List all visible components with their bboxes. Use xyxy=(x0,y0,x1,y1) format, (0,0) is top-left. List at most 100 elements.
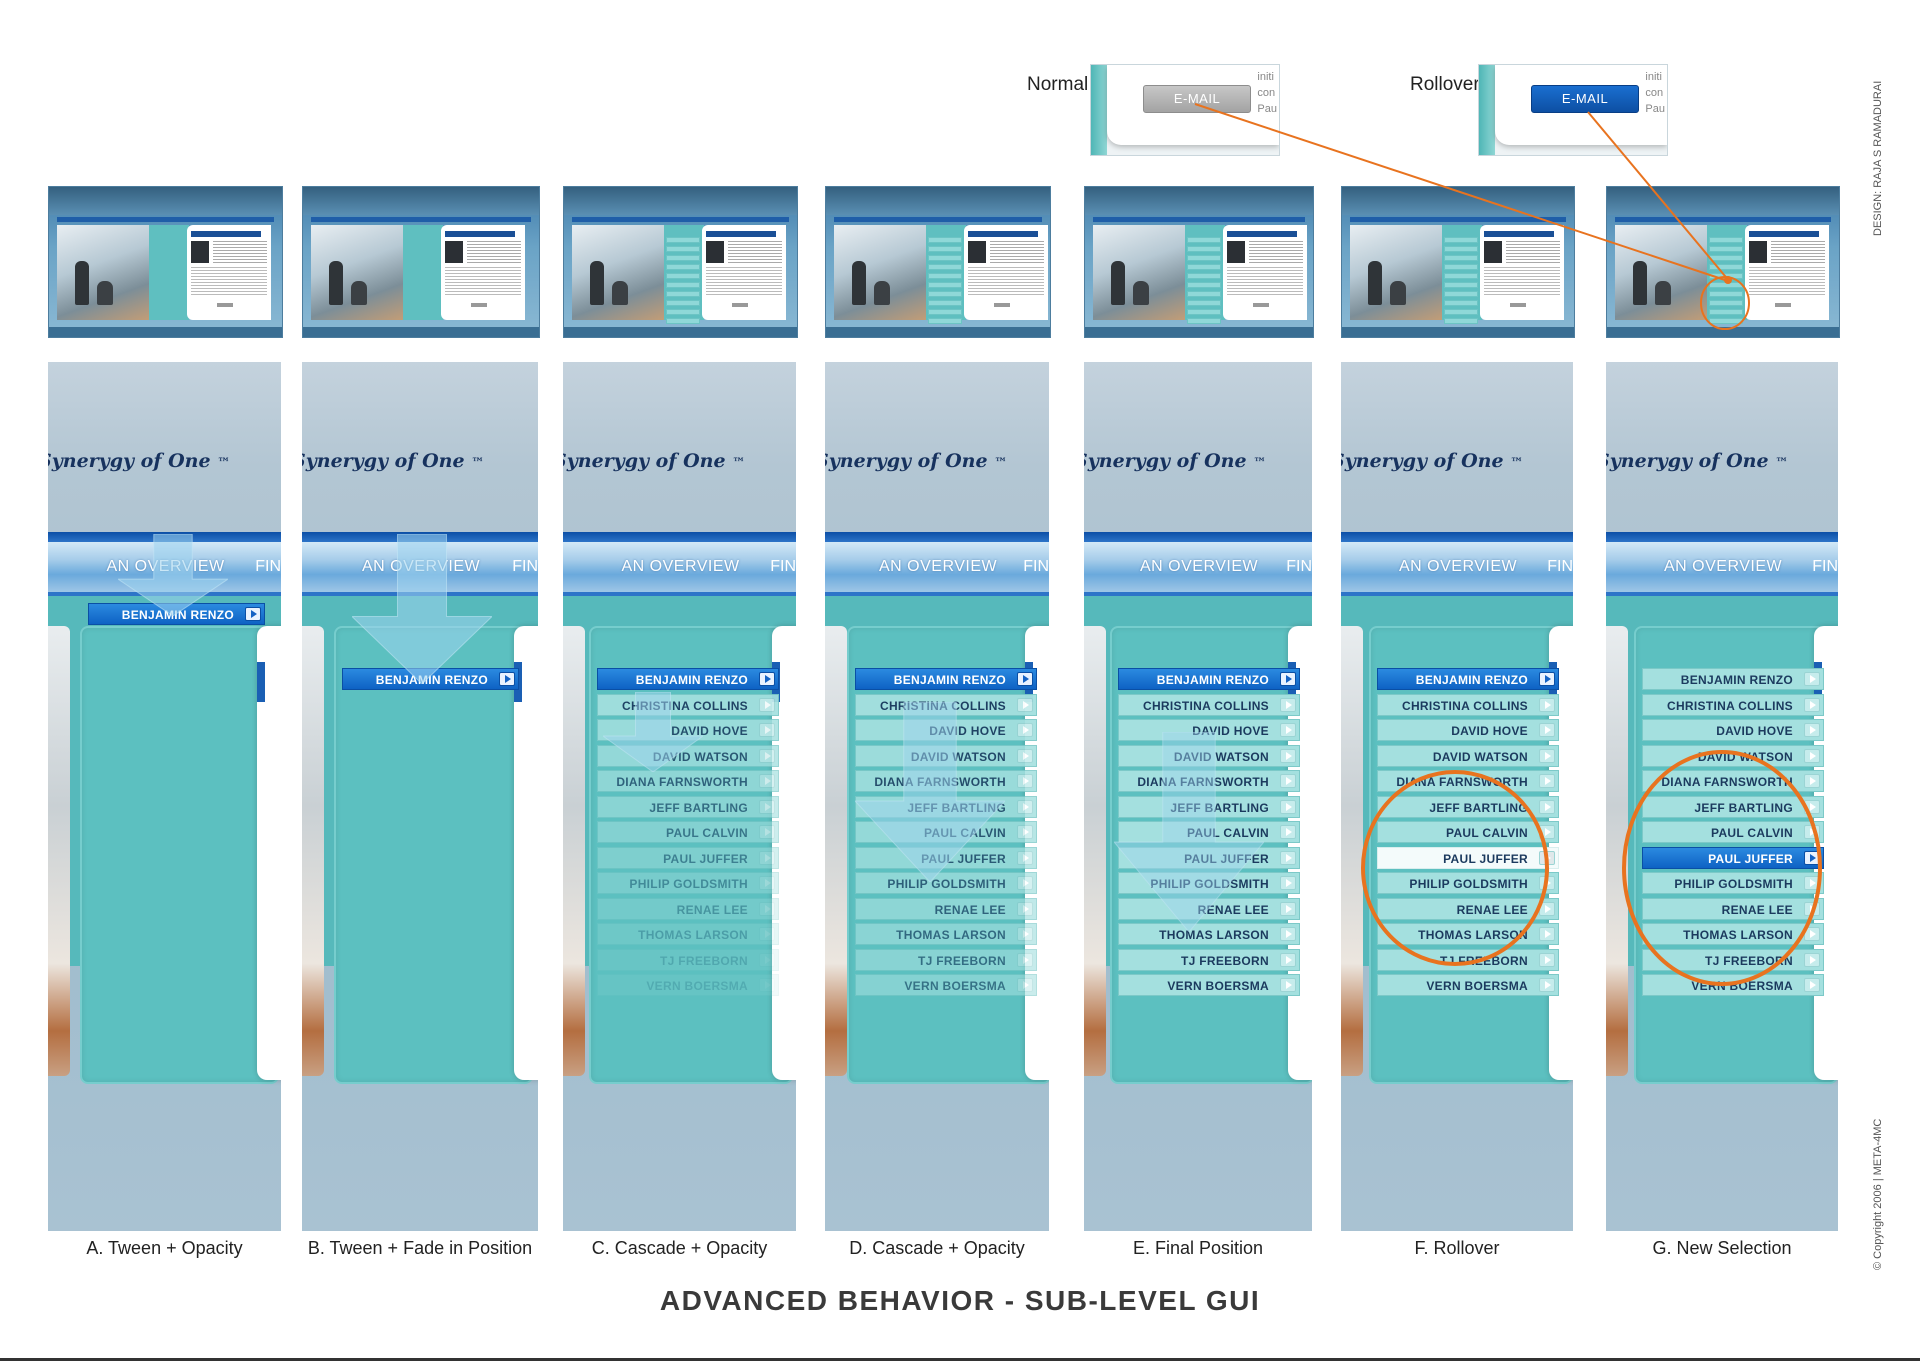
play-arrow-icon[interactable] xyxy=(1804,748,1820,763)
email-button-normal[interactable]: E-MAIL xyxy=(1143,85,1251,113)
list-item[interactable]: THOMAS LARSON xyxy=(855,923,1037,945)
list-item[interactable]: JEFF BARTLING xyxy=(1642,795,1824,818)
list-item[interactable]: PAUL CALVIN xyxy=(1377,821,1559,843)
play-arrow-icon[interactable] xyxy=(1539,901,1555,916)
list-item[interactable]: CHRISTINA COLLINS xyxy=(1377,693,1559,716)
list-item[interactable]: JEFF BARTLING xyxy=(855,795,1037,818)
play-arrow-icon[interactable] xyxy=(245,607,261,621)
play-arrow-icon[interactable] xyxy=(1804,672,1820,686)
play-arrow-icon[interactable] xyxy=(1539,748,1555,763)
play-arrow-icon[interactable] xyxy=(1017,850,1033,865)
play-arrow-icon[interactable] xyxy=(1804,723,1820,737)
play-arrow-icon[interactable] xyxy=(1017,825,1033,839)
list-item[interactable]: PHILIP GOLDSMITH xyxy=(1377,872,1559,894)
play-arrow-icon[interactable] xyxy=(1280,978,1296,992)
play-arrow-icon[interactable] xyxy=(1280,748,1296,763)
list-item[interactable]: RENAE LEE xyxy=(1377,897,1559,920)
list-item[interactable]: BENJAMIN RENZO xyxy=(342,668,519,690)
play-arrow-icon[interactable] xyxy=(1280,927,1296,941)
list-item[interactable]: VERN BOERSMA xyxy=(1642,974,1824,996)
play-arrow-icon[interactable] xyxy=(1017,723,1033,737)
play-arrow-icon[interactable] xyxy=(1017,748,1033,763)
list-item[interactable]: DAVID WATSON xyxy=(1642,744,1824,767)
list-item[interactable]: PHILIP GOLDSMITH xyxy=(1118,872,1300,894)
list-item[interactable]: DAVID WATSON xyxy=(1118,744,1300,767)
list-item[interactable]: JEFF BARTLING xyxy=(597,795,779,818)
play-arrow-icon[interactable] xyxy=(1804,774,1820,788)
play-arrow-icon[interactable] xyxy=(1017,672,1033,686)
nav-next[interactable]: FIN xyxy=(1023,558,1049,575)
list-item[interactable]: RENAE LEE xyxy=(1118,897,1300,920)
play-arrow-icon[interactable] xyxy=(1280,850,1296,865)
play-arrow-icon[interactable] xyxy=(759,952,775,967)
list-item[interactable]: PAUL JUFFER xyxy=(1642,846,1824,869)
list-item[interactable]: VERN BOERSMA xyxy=(597,974,779,996)
list-item[interactable]: BENJAMIN RENZO xyxy=(1118,668,1300,690)
list-item[interactable]: BENJAMIN RENZO xyxy=(1377,668,1559,690)
play-arrow-icon[interactable] xyxy=(1017,774,1033,788)
play-arrow-icon[interactable] xyxy=(1539,927,1555,941)
list-item[interactable]: PHILIP GOLDSMITH xyxy=(597,872,779,894)
email-button-rollover[interactable]: E-MAIL xyxy=(1531,85,1639,113)
nav-next[interactable]: FIN xyxy=(255,558,281,575)
play-arrow-icon[interactable] xyxy=(759,850,775,865)
play-arrow-icon[interactable] xyxy=(759,748,775,763)
play-arrow-icon[interactable] xyxy=(1280,723,1296,737)
play-arrow-icon[interactable] xyxy=(1280,799,1296,814)
list-item[interactable]: CHRISTINA COLLINS xyxy=(597,693,779,716)
play-arrow-icon[interactable] xyxy=(1280,774,1296,788)
list-item[interactable]: BENJAMIN RENZO xyxy=(855,668,1037,690)
play-arrow-icon[interactable] xyxy=(759,927,775,941)
list-item[interactable]: DAVID HOVE xyxy=(855,719,1037,741)
list-item[interactable]: DAVID HOVE xyxy=(1377,719,1559,741)
nav-overview[interactable]: AN OVERVIEW xyxy=(362,558,481,575)
nav-next[interactable]: FIN xyxy=(770,558,796,575)
play-arrow-icon[interactable] xyxy=(1539,850,1555,865)
list-item[interactable]: JEFF BARTLING xyxy=(1118,795,1300,818)
list-item[interactable]: JEFF BARTLING xyxy=(1377,795,1559,818)
play-arrow-icon[interactable] xyxy=(1804,876,1820,890)
play-arrow-icon[interactable] xyxy=(1804,978,1820,992)
list-item[interactable]: VERN BOERSMA xyxy=(855,974,1037,996)
play-arrow-icon[interactable] xyxy=(1280,825,1296,839)
list-item[interactable]: THOMAS LARSON xyxy=(1118,923,1300,945)
list-item[interactable]: TJ FREEBORN xyxy=(1642,948,1824,971)
nav-next[interactable]: FIN xyxy=(512,558,538,575)
list-item[interactable]: TJ FREEBORN xyxy=(1377,948,1559,971)
play-arrow-icon[interactable] xyxy=(1280,901,1296,916)
list-item[interactable]: THOMAS LARSON xyxy=(1642,923,1824,945)
list-item[interactable]: PAUL CALVIN xyxy=(855,821,1037,843)
list-item[interactable]: PAUL JUFFER xyxy=(1377,846,1559,869)
play-arrow-icon[interactable] xyxy=(1017,697,1033,712)
list-item[interactable]: PAUL JUFFER xyxy=(597,846,779,869)
play-arrow-icon[interactable] xyxy=(1539,697,1555,712)
play-arrow-icon[interactable] xyxy=(1539,672,1555,686)
list-item[interactable]: PAUL JUFFER xyxy=(855,846,1037,869)
list-item[interactable]: DIANA FARNSWORTH xyxy=(855,770,1037,792)
play-arrow-icon[interactable] xyxy=(759,723,775,737)
list-item[interactable]: BENJAMIN RENZO xyxy=(88,603,265,625)
play-arrow-icon[interactable] xyxy=(1804,799,1820,814)
play-arrow-icon[interactable] xyxy=(1017,876,1033,890)
play-arrow-icon[interactable] xyxy=(1017,901,1033,916)
list-item[interactable]: CHRISTINA COLLINS xyxy=(855,693,1037,716)
list-item[interactable]: PAUL JUFFER xyxy=(1118,846,1300,869)
play-arrow-icon[interactable] xyxy=(1280,952,1296,967)
nav-overview[interactable]: AN OVERVIEW xyxy=(106,558,225,575)
play-arrow-icon[interactable] xyxy=(1539,799,1555,814)
play-arrow-icon[interactable] xyxy=(499,672,515,686)
play-arrow-icon[interactable] xyxy=(1017,799,1033,814)
play-arrow-icon[interactable] xyxy=(1017,978,1033,992)
list-item[interactable]: DAVID WATSON xyxy=(597,744,779,767)
nav-overview[interactable]: AN OVERVIEW xyxy=(1399,558,1518,575)
play-arrow-icon[interactable] xyxy=(759,901,775,916)
play-arrow-icon[interactable] xyxy=(1539,774,1555,788)
list-item[interactable]: BENJAMIN RENZO xyxy=(1642,668,1824,690)
list-item[interactable]: CHRISTINA COLLINS xyxy=(1642,693,1824,716)
list-item[interactable]: TJ FREEBORN xyxy=(1118,948,1300,971)
list-item[interactable]: DAVID WATSON xyxy=(1377,744,1559,767)
list-item[interactable]: DIANA FARNSWORTH xyxy=(597,770,779,792)
play-arrow-icon[interactable] xyxy=(1539,825,1555,839)
nav-next[interactable]: FIN xyxy=(1286,558,1312,575)
play-arrow-icon[interactable] xyxy=(1804,901,1820,916)
